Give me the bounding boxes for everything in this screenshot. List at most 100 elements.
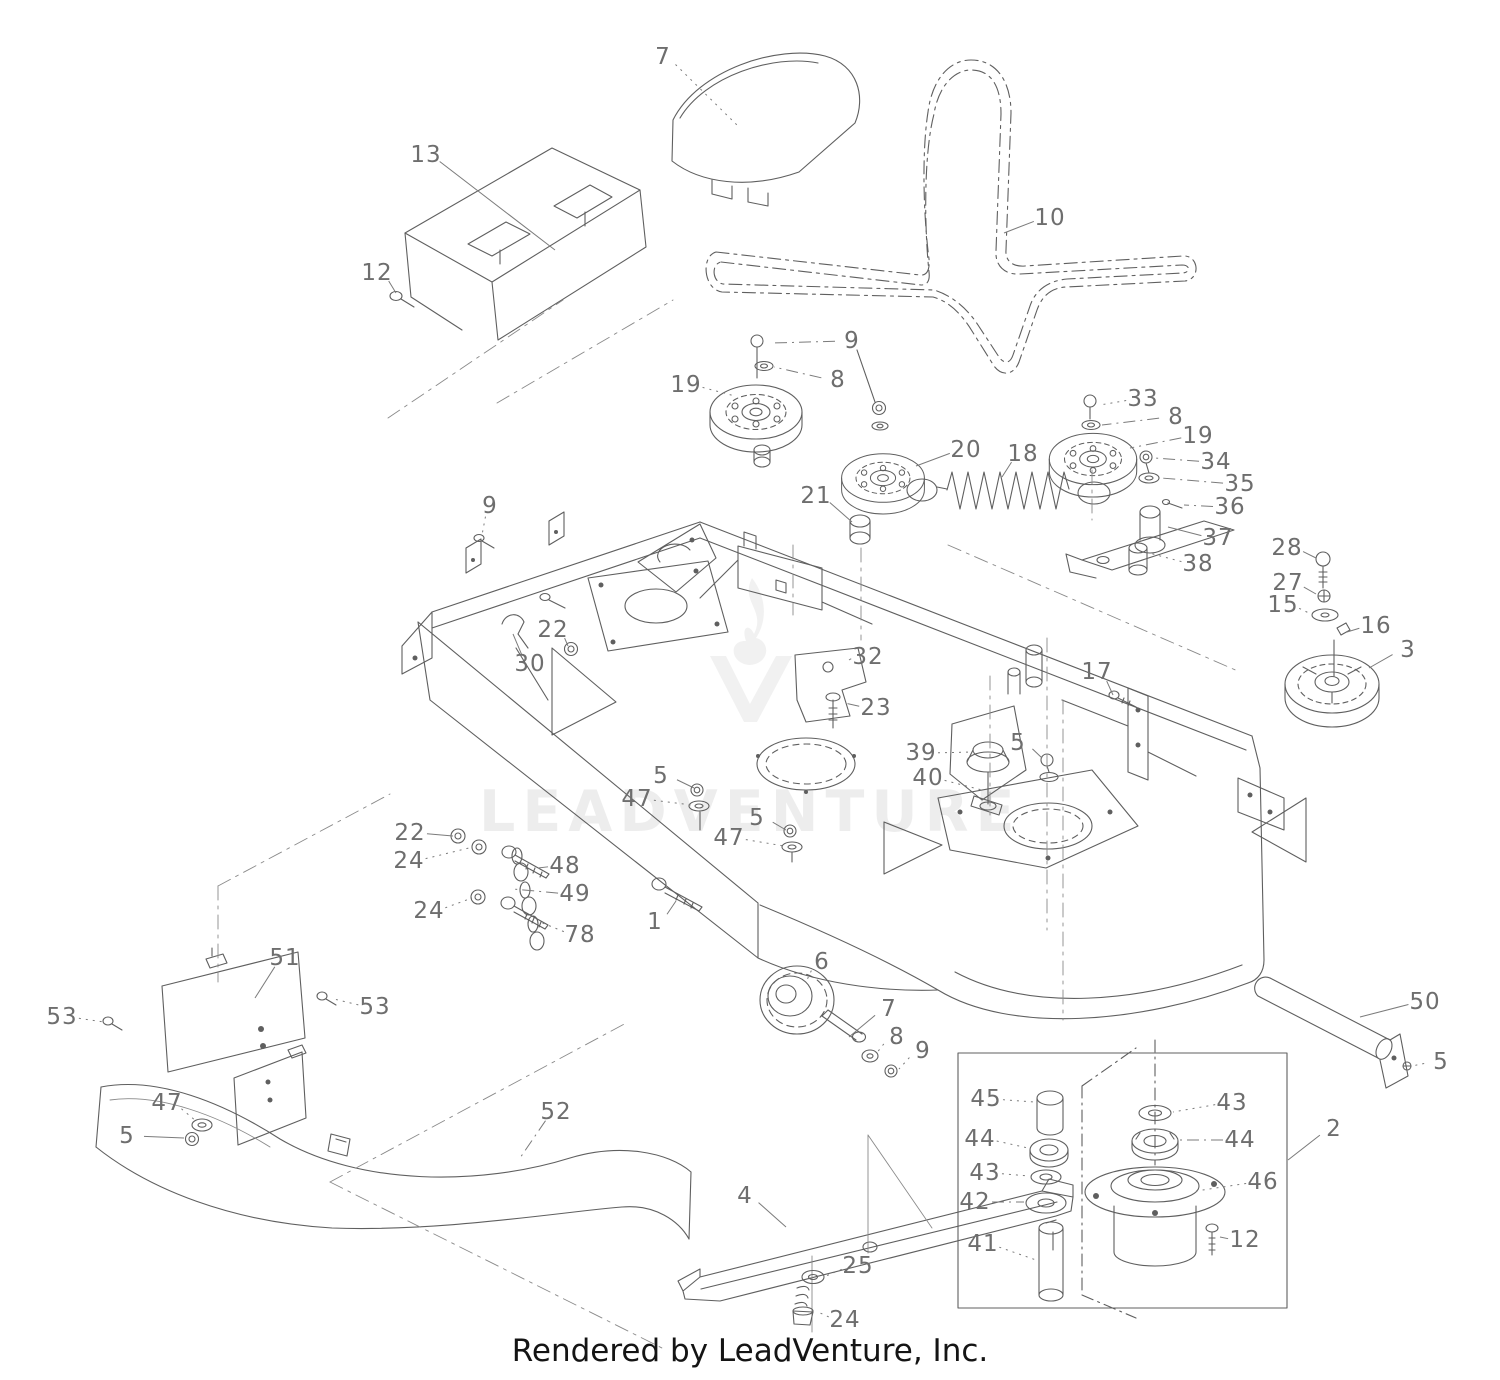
leader-line [772,821,787,831]
leader-line [1167,526,1202,537]
callout-13: 13 [410,142,441,168]
leader-line [1359,1003,1409,1018]
leader-line [1287,1134,1321,1161]
callout-16: 16 [1360,613,1391,639]
callout-45: 45 [970,1086,1001,1112]
callout-51: 51 [269,945,300,971]
leader-line [181,1108,197,1122]
callout-37: 37 [1202,525,1233,551]
leader-line [675,64,741,129]
leader-line [439,161,556,251]
chain-and-bolts-group [450,828,703,951]
leader-line [996,1140,1029,1149]
leader-line [666,900,677,915]
deflector-cover-part [671,52,861,207]
callout-8: 8 [830,367,846,393]
callout-19: 19 [1182,423,1213,449]
callout-78: 78 [564,922,595,948]
leader-line [676,779,695,789]
callout-12: 12 [361,260,392,286]
leader-line [512,633,523,655]
leader-line [898,1057,910,1070]
leader-line [1106,680,1114,696]
leader-line [425,846,474,860]
leader-line [564,637,569,647]
leader-line [817,1311,829,1318]
chute-plates-group [102,947,337,1147]
leader-line [1411,1063,1425,1067]
leader-line [426,833,454,837]
callout-6: 6 [814,949,830,975]
callout-47: 47 [713,825,744,851]
callout-15: 15 [1267,592,1298,618]
v-belt-part [705,59,1197,374]
callout-52: 52 [540,1099,571,1125]
tension-spring-part [906,471,1111,510]
leader-line [653,799,692,806]
leader-line [1002,1099,1035,1103]
callout-layer: 1312710981920211833819343536373828271516… [46,44,1449,1333]
callout-47: 47 [151,1090,182,1116]
leader-line [1302,551,1317,559]
callout-25: 25 [842,1253,873,1279]
callout-48: 48 [549,853,580,879]
callout-8: 8 [889,1024,905,1050]
callout-5: 5 [749,805,765,831]
callout-1: 1 [647,909,663,935]
callout-40: 40 [912,765,943,791]
deck-center-hole [756,737,856,794]
leader-line [1099,400,1127,406]
leader-line [1148,552,1182,563]
leader-line [481,516,486,536]
leader-line [1001,461,1012,478]
callout-36: 36 [1214,494,1245,520]
callout-32: 32 [852,644,883,670]
callout-22: 22 [394,820,425,846]
discharge-chute-part [95,1083,692,1240]
leader-line [937,751,975,754]
callout-9: 9 [482,493,498,519]
leader-line [1195,1182,1247,1192]
callout-20: 20 [950,437,981,463]
leader-line [999,1246,1037,1261]
callout-30: 30 [514,651,545,677]
renderer-credit-text: Rendered by LeadVenture, Inc. [511,1333,989,1369]
callout-5: 5 [1010,730,1026,756]
gauge-wheel-group [759,965,898,1078]
callout-7: 7 [655,44,671,70]
construction-lines [217,299,1241,1349]
callout-18: 18 [1007,441,1038,467]
leader-line [1101,417,1160,426]
callout-46: 46 [1247,1169,1278,1195]
leader-line [825,1268,842,1277]
callout-33: 33 [1127,386,1158,412]
leader-line [539,921,565,933]
leader-line [1129,437,1182,449]
leader-line [445,897,473,909]
leader-line [1172,1104,1216,1113]
idler-pulley-group [709,384,1138,515]
callout-23: 23 [860,695,891,721]
callout-21: 21 [800,483,831,509]
callout-49: 49 [559,881,590,907]
leader-line [745,839,785,847]
leader-line [915,452,950,467]
callout-3: 3 [1400,637,1416,663]
callout-8: 8 [1168,404,1184,430]
callout-7: 7 [881,996,897,1022]
watermark-flame-logo-icon [710,578,792,722]
callout-5: 5 [1433,1049,1449,1075]
callout-9: 9 [844,328,860,354]
leader-line [333,998,359,1006]
right-spindle-plate [937,769,1139,869]
callout-42: 42 [959,1189,990,1215]
leader-line [1153,457,1200,462]
roller-group [1254,976,1412,1089]
idler-arm-part [1065,505,1235,579]
callout-17: 17 [1081,659,1112,685]
callout-44: 44 [964,1126,995,1152]
leader-line [848,1014,876,1038]
watermark-text: LEADVENTURE [479,779,1022,845]
